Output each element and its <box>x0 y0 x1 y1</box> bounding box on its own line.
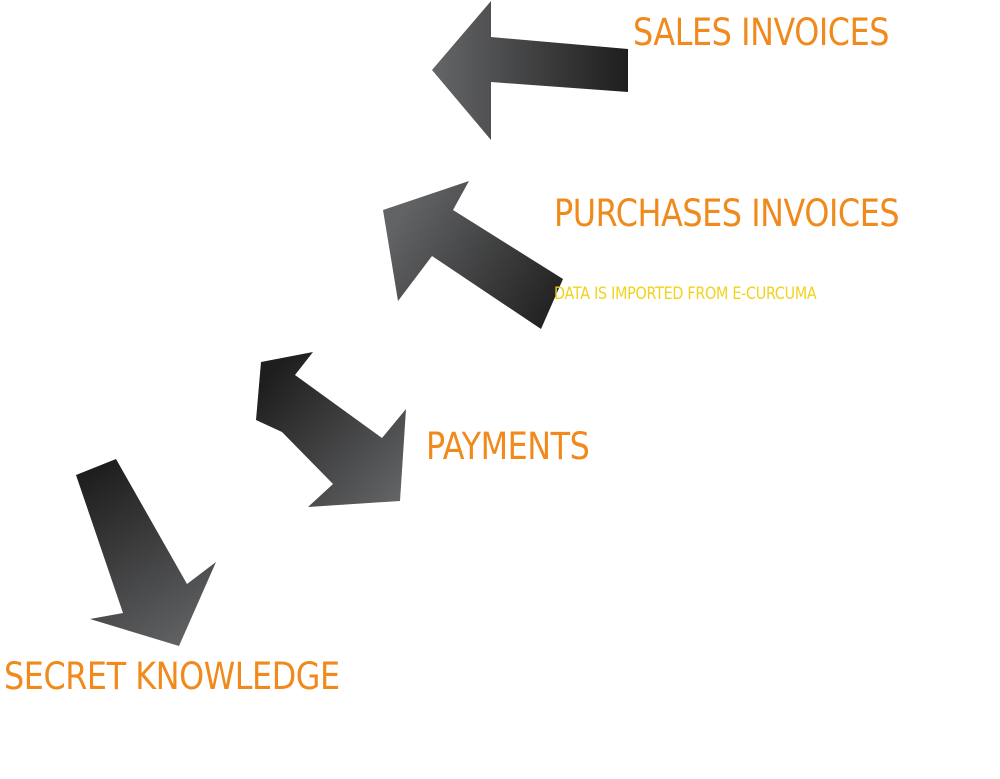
label-purchases-note: DATA IS IMPORTED FROM E-CURCUMA <box>554 284 817 304</box>
label-payments: PAYMENTS <box>426 425 590 468</box>
label-purchases-invoices: PURCHASES INVOICES <box>554 192 900 235</box>
arrow-secret-knowledge <box>76 459 216 646</box>
arrow-sales-invoices <box>432 1 628 140</box>
label-sales-invoices: SALES INVOICES <box>633 11 890 54</box>
label-secret-knowledge: SECRET KNOWLEDGE <box>4 655 340 698</box>
arrow-purchases-invoices <box>383 181 563 329</box>
arrow-payments <box>256 352 406 507</box>
